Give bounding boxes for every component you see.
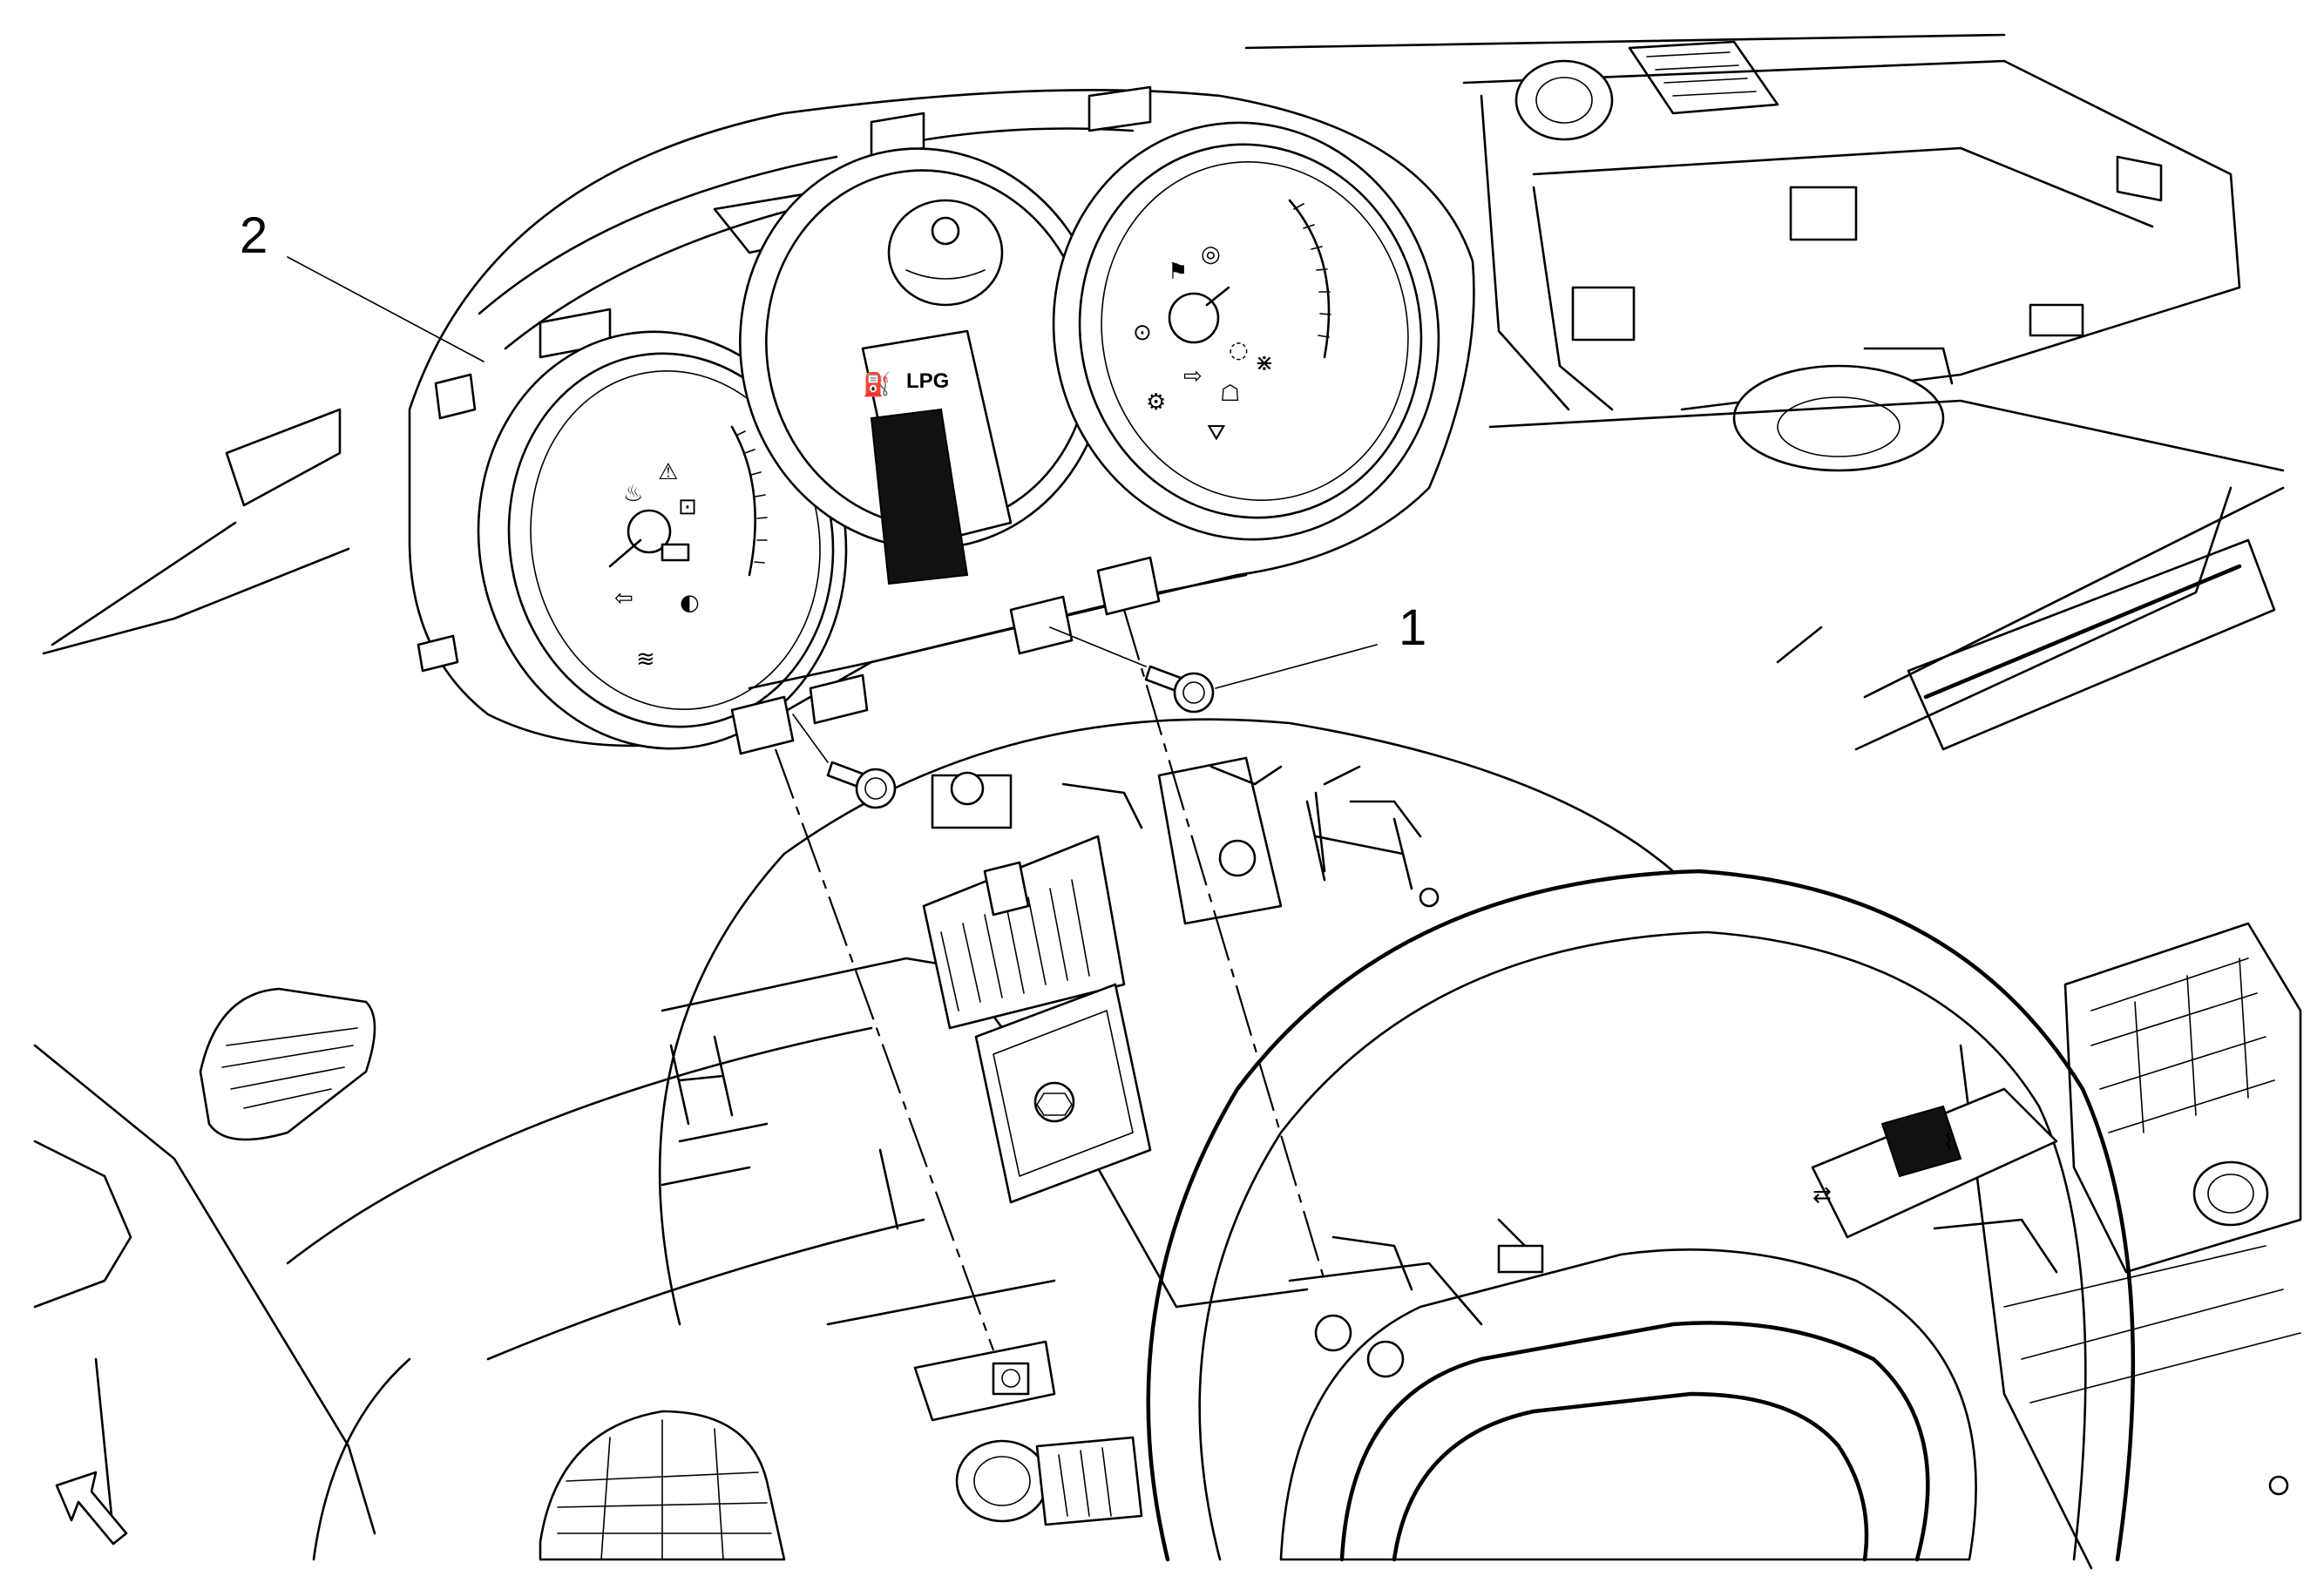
fuel-icon: ⛽ [863,371,891,398]
tpms-icon: ◌ [1229,337,1249,363]
forward-arrow-icon [55,1471,128,1546]
wiper-arrow-icon: ⇄ [1812,1182,1832,1208]
turn-left-icon: ⇦ [614,585,634,612]
high-beam-icon: ≋ [636,646,655,673]
screw-right [1144,665,1215,714]
steering-wheel: ⌇ ⇄ [1146,869,2136,1562]
washer-icon: ⛛ [1207,420,1226,446]
turn-right-icon: ⇨ [1183,363,1203,389]
service-icon: ⚙ [1146,389,1166,416]
wiper-symbol-icon: ⌇ [1943,1130,1955,1156]
headlamp-icon: ◐ [680,590,700,616]
fog-icon: ⋇ [1255,350,1274,376]
callouts: 2 1 [240,207,1426,689]
cluster-opening [658,718,1675,1526]
bell-icon: ⚠ [658,459,678,485]
seatbelt-icon: ⚑ [1168,259,1188,285]
instrument-cluster: ♨ ⚠ ⊡ ⇦ ◐ ≋ LPG ⛽ ⚑ ◎ ⊙ ⇨ ◌ ⋇ ⚙ ☖ ⛛ [408,85,1475,755]
callout-2-leader [287,256,484,362]
esc-icon: ☖ [1220,381,1240,407]
brake-icon: ◎ [1201,241,1221,267]
oil-icon: ♨ [623,481,643,507]
lpg-text: LPG [906,369,949,393]
coolant-icon: ⊡ [678,494,697,520]
screw-left [826,761,897,809]
callout-1-label: 1 [1399,599,1426,656]
abs-icon: ⊙ [1133,320,1152,346]
callout-1-leader [1215,644,1378,689]
callout-2-label: 2 [240,207,268,264]
fasteners [774,609,1326,1351]
